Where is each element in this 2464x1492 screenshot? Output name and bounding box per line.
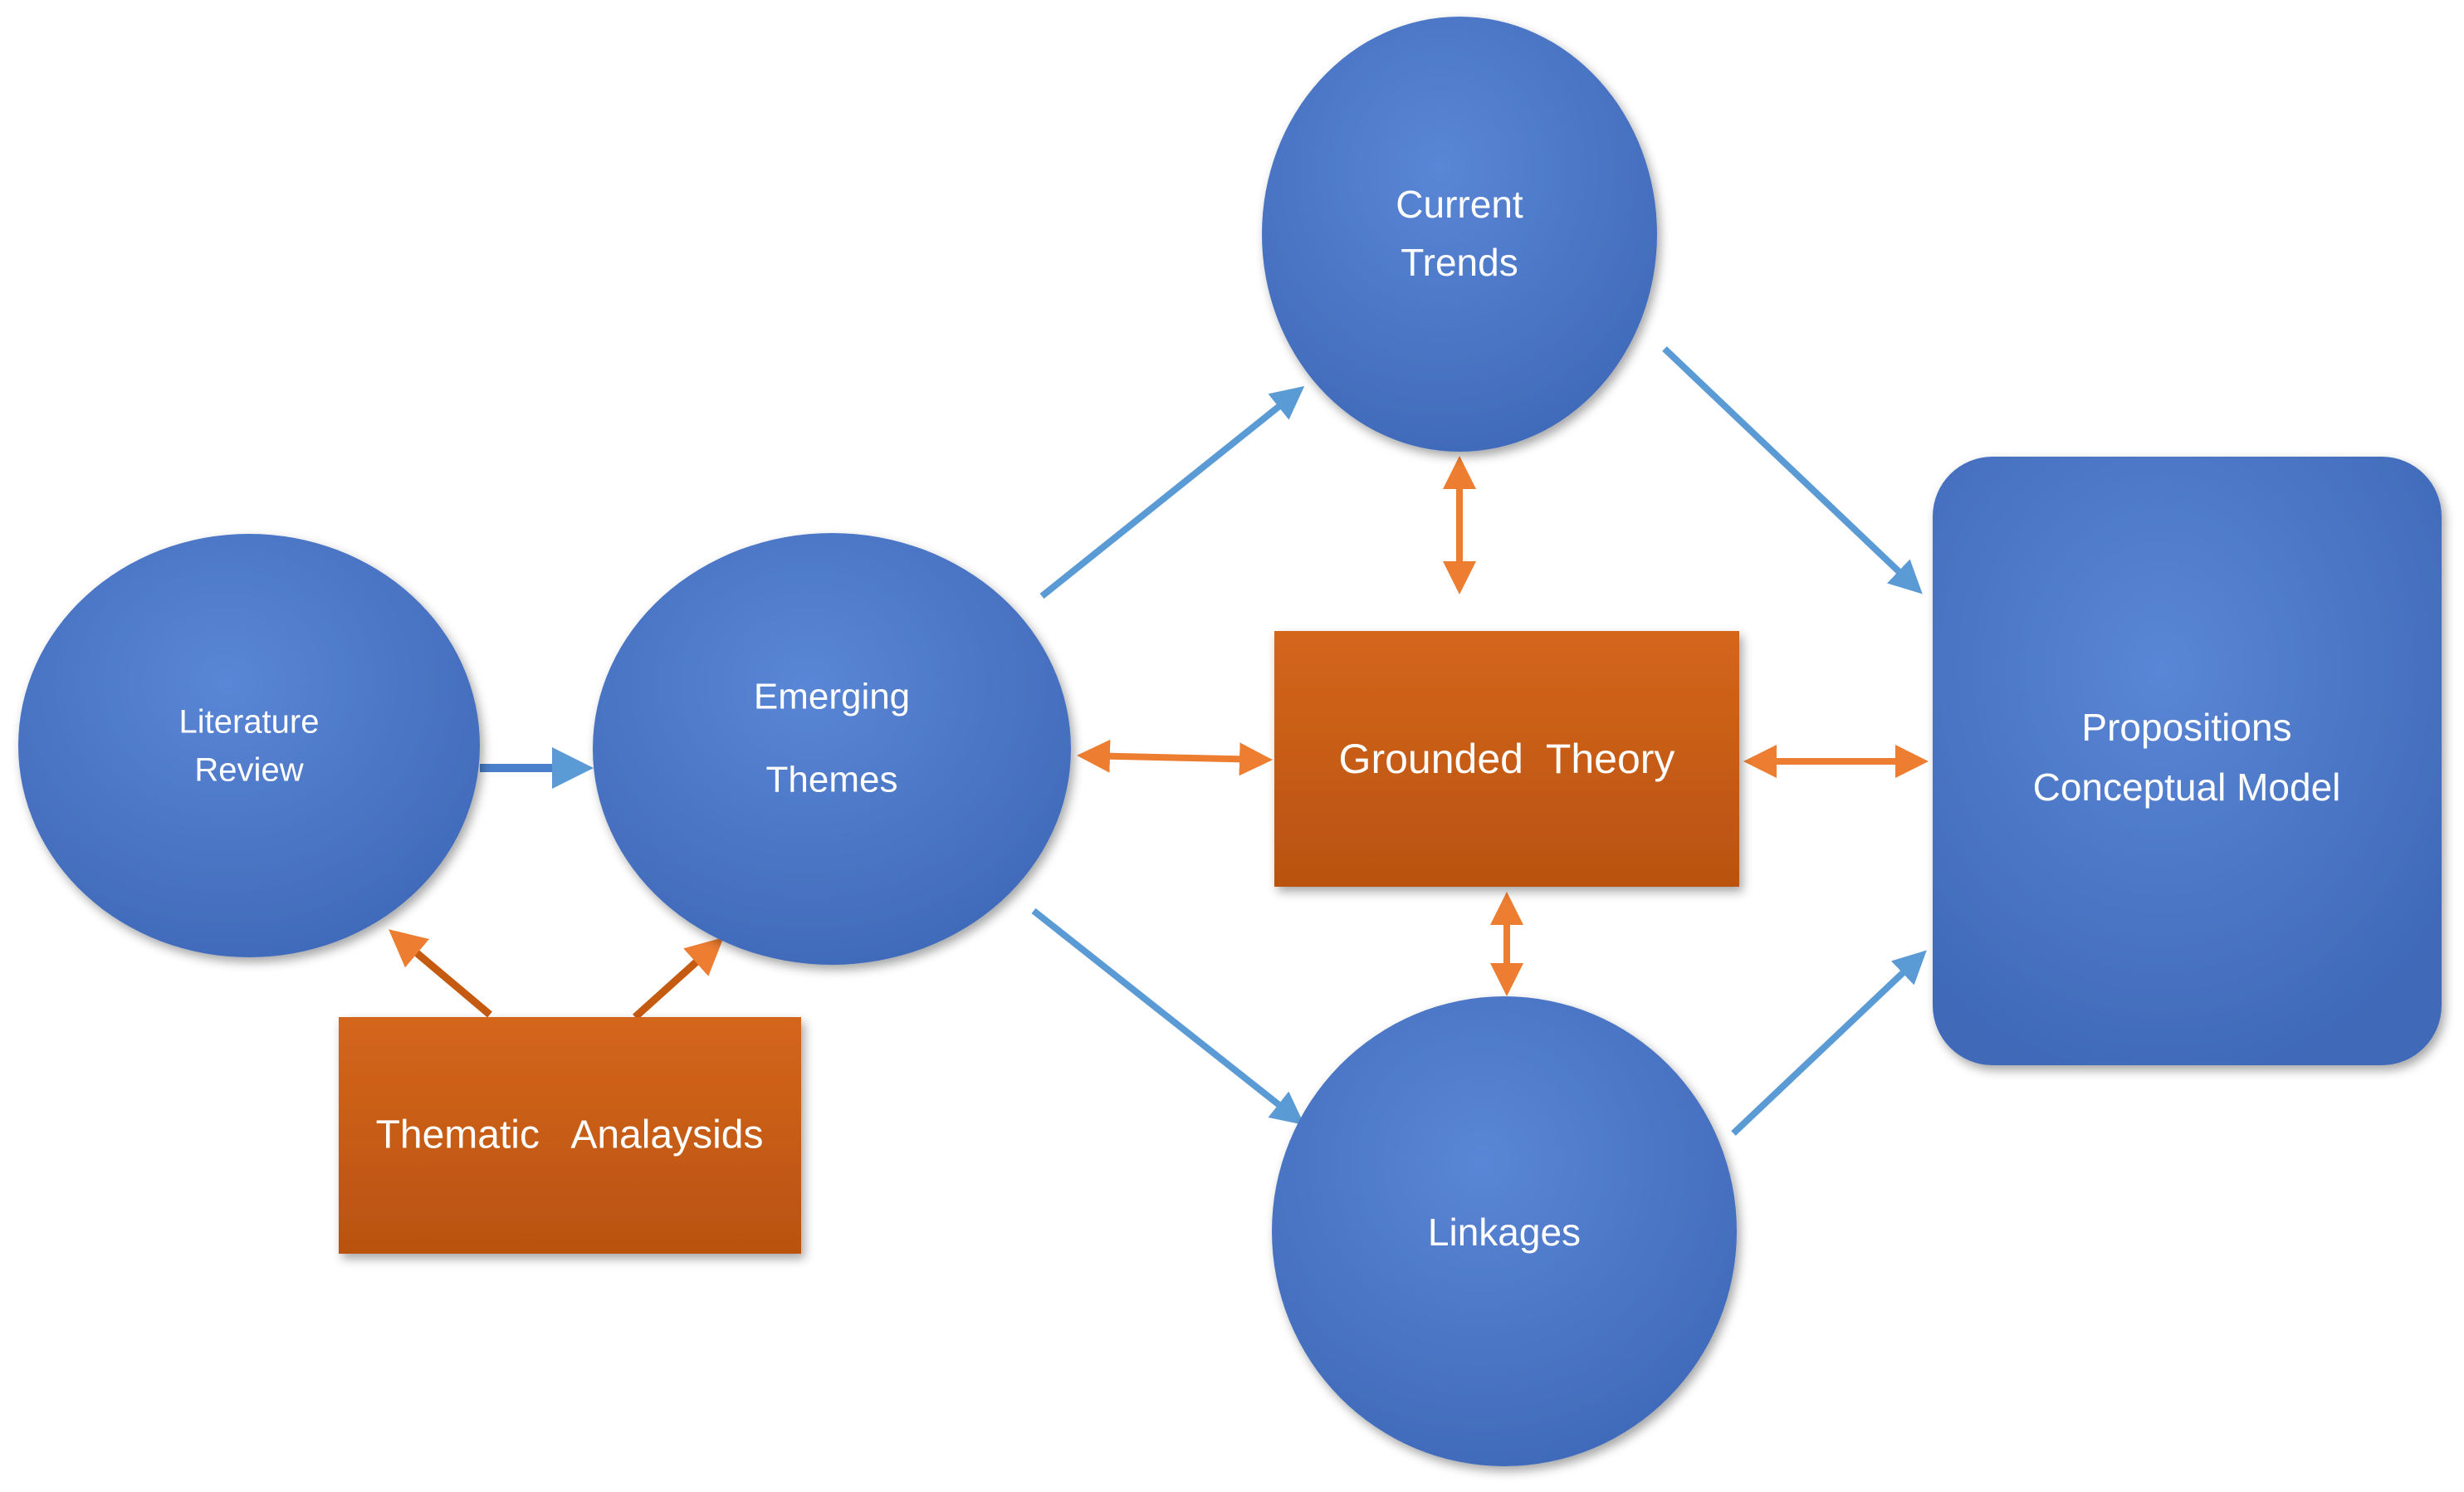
arrow-linkages-to-propositions [1731, 950, 1927, 1136]
propositions-line2: Conceptual Model [2033, 766, 2341, 809]
arrow-emerging-to-linkages [1031, 907, 1305, 1125]
current-trends-line2: Trends [1401, 241, 1518, 284]
emerging-themes-line1: Emerging [754, 677, 910, 717]
node-grounded-theory: Grounded Theory [1274, 631, 1739, 887]
node-emerging-themes: Emerging Themes [593, 533, 1071, 965]
arrow-thematic-to-literature [389, 929, 492, 1018]
node-linkages: Linkages [1272, 996, 1737, 1466]
arrow-emerging-to-current-trends [1039, 386, 1305, 599]
thematic-analysis-label: Thematic Analaysids [376, 1113, 764, 1157]
node-current-trends: Current Trends [1262, 17, 1657, 452]
arrow-thematic-to-emerging [632, 937, 724, 1020]
node-thematic-analysis: Thematic Analaysids [339, 1017, 801, 1254]
arrow-emerging-grounded-bidirectional [1077, 739, 1273, 776]
node-literature-review: Literature Review [18, 534, 480, 957]
emerging-themes-line2: Themes [766, 760, 898, 800]
literature-review-line1: Literature [179, 704, 320, 741]
current-trends-line1: Current [1396, 183, 1523, 226]
connectors [389, 346, 1929, 1136]
arrow-current-trends-to-propositions [1662, 346, 1923, 594]
literature-review-line2: Review [194, 752, 303, 789]
propositions-line1: Propositions [2081, 706, 2291, 749]
node-propositions-conceptual-model: Propositions Conceptual Model [1933, 457, 2442, 1065]
linkages-label: Linkages [1428, 1211, 1581, 1254]
grounded-theory-label: Grounded Theory [1339, 736, 1675, 782]
